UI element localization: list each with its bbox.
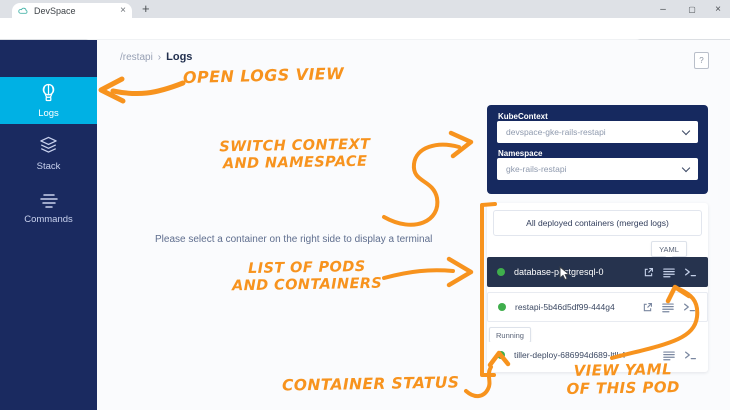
open-new-window-icon[interactable] (643, 267, 654, 278)
namespace-value: gke-rails-restapi (506, 164, 567, 174)
container-status-dot (498, 303, 506, 311)
browser-tab[interactable]: DevSpace × (12, 3, 132, 18)
yaml-lines-icon[interactable] (663, 350, 675, 361)
namespace-select[interactable]: gke-rails-restapi (497, 158, 698, 180)
open-new-window-icon[interactable] (642, 302, 653, 313)
kubecontext-value: devspace-gke-rails-restapi (506, 127, 606, 137)
help-button[interactable]: ? (694, 52, 709, 69)
devspace-favicon-cloud-icon (18, 7, 29, 15)
tab-close-icon[interactable]: × (120, 4, 126, 16)
kubecontext-select[interactable]: devspace-gke-rails-restapi (497, 121, 698, 143)
commands-list-icon (39, 193, 59, 209)
breadcrumb-parent[interactable]: /restapi (120, 51, 153, 63)
chevron-down-icon (681, 126, 691, 135)
sidebar-item-logs[interactable]: Logs (0, 77, 97, 124)
pod-name: database-postgresql-0 (514, 267, 604, 277)
new-tab-button[interactable]: + (142, 1, 150, 16)
pod-row-tiller-deploy[interactable]: tiller-deploy-686994d689-ltlk4 (487, 342, 708, 368)
page-title: Logs (166, 51, 193, 63)
window-maximize-button[interactable]: ▢ (688, 4, 696, 14)
breadcrumb: /restapi › Logs (120, 51, 192, 63)
terminal-empty-message: Please select a container on the right s… (155, 234, 433, 245)
terminal-icon[interactable] (684, 267, 697, 277)
yaml-lines-icon[interactable] (662, 302, 674, 313)
yaml-lines-icon[interactable] (663, 267, 675, 278)
pod-name: restapi-5b46d5df99-444g4 (515, 302, 615, 312)
terminal-icon[interactable] (683, 302, 696, 312)
sidebar-item-commands[interactable]: Commands (0, 188, 97, 230)
merged-logs-button[interactable]: All deployed containers (merged logs) (493, 210, 702, 236)
containers-panel: All deployed containers (merged logs) YA… (487, 203, 708, 372)
breadcrumb-separator: › (157, 51, 162, 63)
sidebar-item-stack[interactable]: Stack (0, 132, 97, 174)
pod-name: tiller-deploy-686994d689-ltlk4 (514, 350, 626, 360)
context-panel: KubeContext devspace-gke-rails-restapi N… (487, 105, 708, 194)
container-status-dot (497, 268, 505, 276)
sidebar-item-label: Commands (24, 214, 73, 225)
sidebar-item-label: Stack (36, 160, 61, 172)
browser-tab-strip: DevSpace × + – ▢ × (0, 0, 730, 18)
pointer-cursor-icon (558, 266, 571, 281)
logs-pod-icon (38, 82, 59, 103)
window-minimize-button[interactable]: – (660, 3, 666, 15)
container-status-dot (497, 351, 505, 359)
browser-url-bar: ← → ↻ localhost:3000/logs/containers ⋮ (0, 18, 730, 55)
namespace-label: Namespace (498, 149, 543, 158)
window-close-button[interactable]: × (715, 3, 721, 15)
pod-row-restapi[interactable]: restapi-5b46d5df99-444g4 (487, 292, 708, 322)
stack-layers-icon (38, 135, 59, 156)
pod-row-database-postgresql[interactable]: database-postgresql-0 (487, 257, 708, 287)
terminal-icon[interactable] (684, 350, 697, 360)
tab-title: DevSpace (34, 5, 76, 16)
chevron-down-icon (681, 163, 691, 172)
kubecontext-label: KubeContext (498, 112, 548, 121)
running-status-tooltip: Running (489, 327, 531, 343)
sidebar-item-label: Logs (38, 108, 59, 119)
sidebar: DevSpace Logs Stack (0, 40, 97, 410)
